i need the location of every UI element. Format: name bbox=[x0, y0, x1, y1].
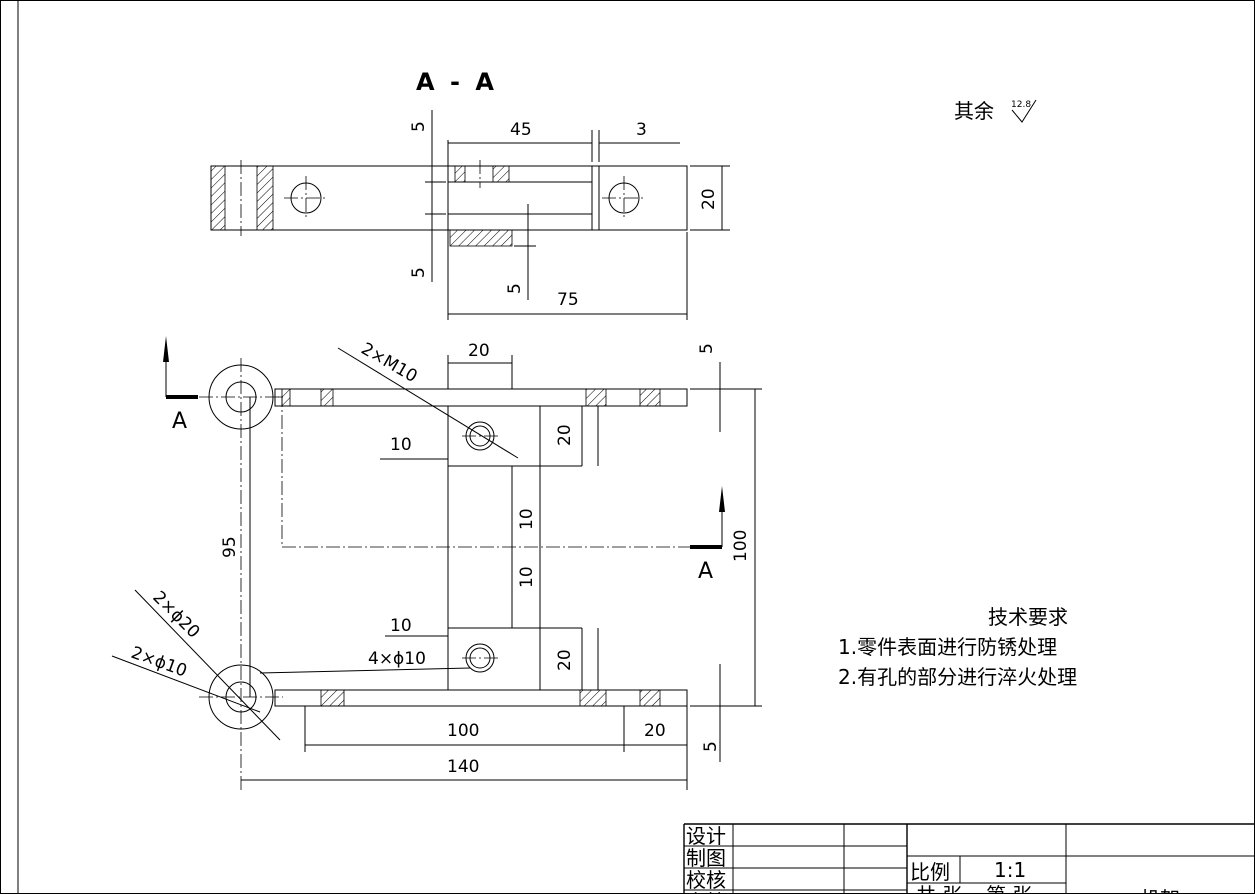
title-block-scale-label: 比例 bbox=[910, 860, 950, 884]
dim-20-front-top: 20 bbox=[468, 341, 490, 361]
front-view bbox=[111, 336, 762, 790]
title-block-design: 设计 bbox=[686, 824, 726, 848]
dim-10-mid2: 10 bbox=[517, 566, 537, 588]
surface-roughness-value: 12.8 bbox=[1011, 100, 1031, 110]
title-block-drafting: 制图 bbox=[686, 846, 726, 870]
dim-100: 100 bbox=[447, 721, 479, 741]
title-block-sheet-no: 第 张 bbox=[986, 883, 1032, 894]
dim-20-bottom: 20 bbox=[644, 721, 666, 741]
dim-5-a: 5 bbox=[409, 121, 429, 132]
dim-20-right-lower: 20 bbox=[555, 649, 575, 671]
dim-100-vertical: 100 bbox=[731, 530, 751, 562]
dim-3: 3 bbox=[636, 120, 647, 140]
dim-5-c: 5 bbox=[505, 283, 525, 294]
tech-requirement-2: 2.有孔的部分进行淬火处理 bbox=[838, 665, 1077, 689]
dim-20-right-upper: 20 bbox=[555, 424, 575, 446]
label-2xphi20: 2×ϕ20 bbox=[148, 587, 203, 642]
dim-140: 140 bbox=[447, 757, 479, 777]
title-block-part-name: 机架 bbox=[1140, 887, 1180, 894]
section-view bbox=[210, 110, 730, 320]
title-block bbox=[683, 823, 1255, 894]
section-marker-left: A bbox=[172, 409, 187, 434]
dim-5-front-top: 5 bbox=[697, 343, 717, 354]
surface-note-label: 其余 bbox=[954, 99, 994, 123]
title-block-review: 审核 bbox=[686, 890, 726, 894]
dim-20-top: 20 bbox=[699, 188, 719, 210]
title-block-checking: 校核 bbox=[686, 868, 726, 892]
title-block-sheets: 共 张 bbox=[916, 883, 962, 894]
dim-10-mid1: 10 bbox=[517, 508, 537, 530]
section-marker-right: A bbox=[698, 559, 713, 584]
dim-95: 95 bbox=[220, 536, 240, 558]
label-2xphi10: 2×ϕ10 bbox=[128, 643, 189, 682]
section-title: A - A bbox=[416, 68, 494, 96]
tech-requirement-1: 1.零件表面进行防锈处理 bbox=[838, 635, 1057, 659]
title-block-scale-value: 1:1 bbox=[994, 858, 1026, 882]
label-4xphi10: 4×ϕ10 bbox=[368, 649, 426, 669]
label-2xm10: 2×M10 bbox=[358, 339, 421, 387]
dim-10-lower: 10 bbox=[390, 616, 412, 636]
roughness-symbol-icon bbox=[1011, 99, 1037, 123]
dim-5-b: 5 bbox=[409, 267, 429, 278]
dim-5-front-bottom: 5 bbox=[701, 741, 721, 752]
tech-requirements-title: 技术要求 bbox=[988, 605, 1068, 629]
dim-75: 75 bbox=[557, 290, 579, 310]
dim-45: 45 bbox=[510, 120, 532, 140]
dim-10-upper: 10 bbox=[390, 435, 412, 455]
